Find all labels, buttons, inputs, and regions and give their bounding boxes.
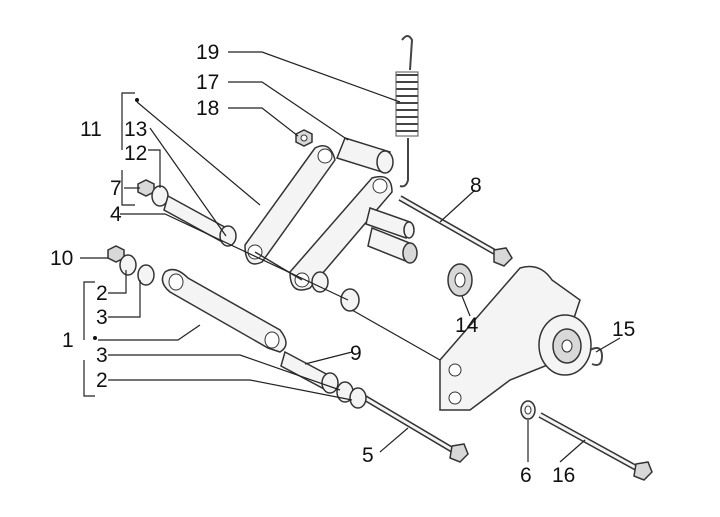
link-plate-assembly-11 bbox=[244, 145, 393, 291]
tensioner-bracket bbox=[439, 265, 604, 411]
callout-15: 15 bbox=[612, 318, 635, 341]
bolt-part-5 bbox=[363, 395, 469, 463]
callout-17: 17 bbox=[196, 71, 219, 94]
callout-7: 7 bbox=[110, 177, 122, 200]
callout-9: 9 bbox=[350, 342, 362, 365]
spacer-part-17 bbox=[336, 137, 394, 174]
bearing-part-14 bbox=[447, 263, 473, 297]
callout-12: 12 bbox=[124, 142, 147, 165]
callout-14: 14 bbox=[455, 314, 479, 337]
shaft-assembly-4 bbox=[137, 179, 360, 312]
callout-2-top: 2 bbox=[96, 282, 108, 305]
callout-4: 4 bbox=[110, 203, 122, 226]
callout-19: 19 bbox=[196, 41, 219, 64]
bracket-dot-1 bbox=[93, 336, 97, 340]
link-shafts bbox=[365, 207, 418, 264]
callout-labels: 19 17 18 11 13 12 7 4 10 2 3 1 3 2 9 8 1… bbox=[50, 41, 635, 487]
spring-part-19 bbox=[395, 35, 419, 188]
callout-3-top: 3 bbox=[96, 306, 108, 329]
callout-6: 6 bbox=[520, 464, 532, 487]
callout-13: 13 bbox=[124, 118, 147, 141]
callout-5: 5 bbox=[362, 444, 374, 467]
callout-16: 16 bbox=[552, 464, 575, 487]
leader-lines bbox=[80, 51, 621, 463]
callout-10: 10 bbox=[50, 247, 73, 270]
callout-1: 1 bbox=[62, 329, 74, 352]
callout-11: 11 bbox=[80, 118, 102, 141]
pivot-arm-assembly-1 bbox=[107, 245, 367, 409]
callout-8: 8 bbox=[470, 174, 482, 197]
callout-3-bottom: 3 bbox=[96, 344, 108, 367]
callout-18: 18 bbox=[196, 97, 219, 120]
callout-2-bottom: 2 bbox=[96, 369, 108, 392]
nut-part-18 bbox=[295, 129, 313, 147]
bolt-part-8 bbox=[398, 195, 513, 267]
bracket-dot-11 bbox=[135, 98, 139, 102]
washer-part-6 bbox=[520, 400, 536, 420]
bolt-part-16 bbox=[538, 412, 653, 481]
